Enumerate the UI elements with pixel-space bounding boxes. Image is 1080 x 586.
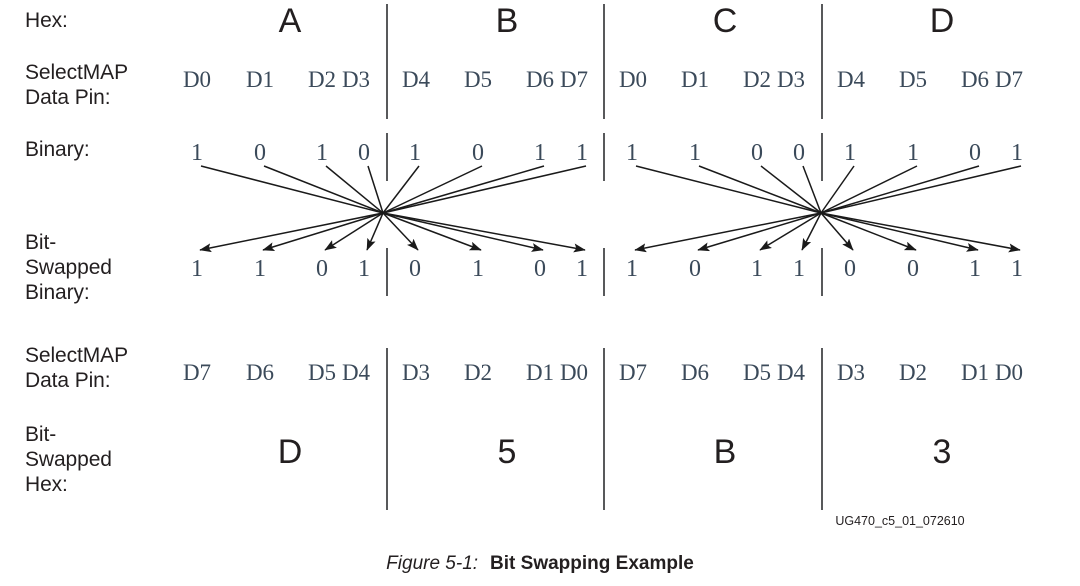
row-label-pin-bottom: SelectMAP Data Pin: <box>25 344 128 392</box>
binary-bit: 1 <box>409 140 421 166</box>
swapped-bit: 1 <box>793 256 805 282</box>
row-label-pin-top: SelectMAP Data Pin: <box>25 61 128 109</box>
pin-bottom-label: D1 <box>525 360 555 385</box>
pin-top-label: D7 <box>559 67 589 92</box>
binary-bit: 0 <box>969 140 981 166</box>
swapped-bit: 1 <box>576 256 588 282</box>
pin-top-label: D2 <box>742 67 772 92</box>
pin-top-label: D5 <box>898 67 928 92</box>
separator-line-10 <box>386 348 388 510</box>
swapped-hex-nibble: D <box>277 433 303 471</box>
pin-top-label: D6 <box>525 67 555 92</box>
separator-line-7 <box>386 248 388 296</box>
swapped-bit: 0 <box>844 256 856 282</box>
swapped-bit: 0 <box>907 256 919 282</box>
swapped-bit: 1 <box>191 256 203 282</box>
separator-line-6 <box>821 133 823 181</box>
row-label-binary: Binary: <box>25 138 90 161</box>
pin-top-label: D1 <box>680 67 710 92</box>
pin-bottom-label: D5 <box>307 360 337 385</box>
swapped-bit: 0 <box>689 256 701 282</box>
separator-line-12 <box>821 348 823 510</box>
pin-top-label: D7 <box>994 67 1024 92</box>
binary-bit: 1 <box>689 140 701 166</box>
pin-top-label: D0 <box>618 67 648 92</box>
pin-bottom-label: D3 <box>401 360 431 385</box>
hex-nibble: A <box>278 2 302 40</box>
pin-top-label: D1 <box>245 67 275 92</box>
binary-bit: 1 <box>191 140 203 166</box>
swapped-bit: 1 <box>626 256 638 282</box>
binary-bit: 0 <box>358 140 370 166</box>
binary-bit: 1 <box>844 140 856 166</box>
pin-top-label: D6 <box>960 67 990 92</box>
swapped-bit: 1 <box>1011 256 1023 282</box>
row-label-swapped-hex: Bit- Swapped Hex: <box>25 423 112 496</box>
document-id-label: UG470_c5_01_072610 <box>835 514 965 528</box>
hex-nibble: B <box>495 2 519 40</box>
binary-bit: 1 <box>626 140 638 166</box>
pin-top-label: D4 <box>401 67 431 92</box>
separator-line-11 <box>603 348 605 510</box>
pin-bottom-label: D4 <box>776 360 806 385</box>
pin-top-label: D2 <box>307 67 337 92</box>
binary-bit: 1 <box>1011 140 1023 166</box>
swapped-bit: 1 <box>358 256 370 282</box>
hex-nibble: D <box>929 2 955 40</box>
separator-line-5 <box>603 133 605 181</box>
pin-bottom-label: D0 <box>994 360 1024 385</box>
separator-line-1 <box>386 4 388 119</box>
binary-bit: 1 <box>576 140 588 166</box>
separator-line-2 <box>603 4 605 119</box>
swapped-bit: 1 <box>254 256 266 282</box>
swapped-bit: 0 <box>534 256 546 282</box>
swapped-bit: 1 <box>472 256 484 282</box>
binary-bit: 0 <box>254 140 266 166</box>
binary-bit: 1 <box>316 140 328 166</box>
pin-bottom-label: D5 <box>742 360 772 385</box>
hex-nibble: C <box>712 2 738 40</box>
pin-bottom-label: D7 <box>618 360 648 385</box>
pin-top-label: D3 <box>776 67 806 92</box>
binary-bit: 1 <box>534 140 546 166</box>
pin-top-label: D0 <box>182 67 212 92</box>
binary-bit: 0 <box>472 140 484 166</box>
swapped-hex-nibble: 5 <box>497 433 517 471</box>
row-label-hex: Hex: <box>25 9 68 32</box>
swapped-hex-nibble: 3 <box>932 433 952 471</box>
binary-bit: 0 <box>751 140 763 166</box>
swapped-bit: 0 <box>409 256 421 282</box>
pin-bottom-label: D4 <box>341 360 371 385</box>
separator-line-3 <box>821 4 823 119</box>
pin-bottom-label: D6 <box>680 360 710 385</box>
separator-line-8 <box>603 248 605 296</box>
pin-bottom-label: D7 <box>182 360 212 385</box>
swapped-bit: 0 <box>316 256 328 282</box>
separator-line-9 <box>821 248 823 296</box>
pin-bottom-label: D6 <box>245 360 275 385</box>
swapped-bit: 1 <box>969 256 981 282</box>
row-label-swapped-binary: Bit- Swapped Binary: <box>25 231 112 304</box>
swapped-hex-nibble: B <box>713 433 737 471</box>
pin-bottom-label: D0 <box>559 360 589 385</box>
pin-top-label: D3 <box>341 67 371 92</box>
pin-top-label: D4 <box>836 67 866 92</box>
separator-line-4 <box>386 133 388 181</box>
swapped-bit: 1 <box>751 256 763 282</box>
pin-top-label: D5 <box>463 67 493 92</box>
figure-title: Bit Swapping Example <box>490 553 694 574</box>
pin-bottom-label: D1 <box>960 360 990 385</box>
pin-bottom-label: D2 <box>898 360 928 385</box>
figure-number: Figure 5-1: <box>386 553 479 574</box>
figure-caption: Figure 5-1: Bit Swapping Example <box>0 553 1080 575</box>
binary-bit: 0 <box>793 140 805 166</box>
pin-bottom-label: D2 <box>463 360 493 385</box>
binary-bit: 1 <box>907 140 919 166</box>
pin-bottom-label: D3 <box>836 360 866 385</box>
